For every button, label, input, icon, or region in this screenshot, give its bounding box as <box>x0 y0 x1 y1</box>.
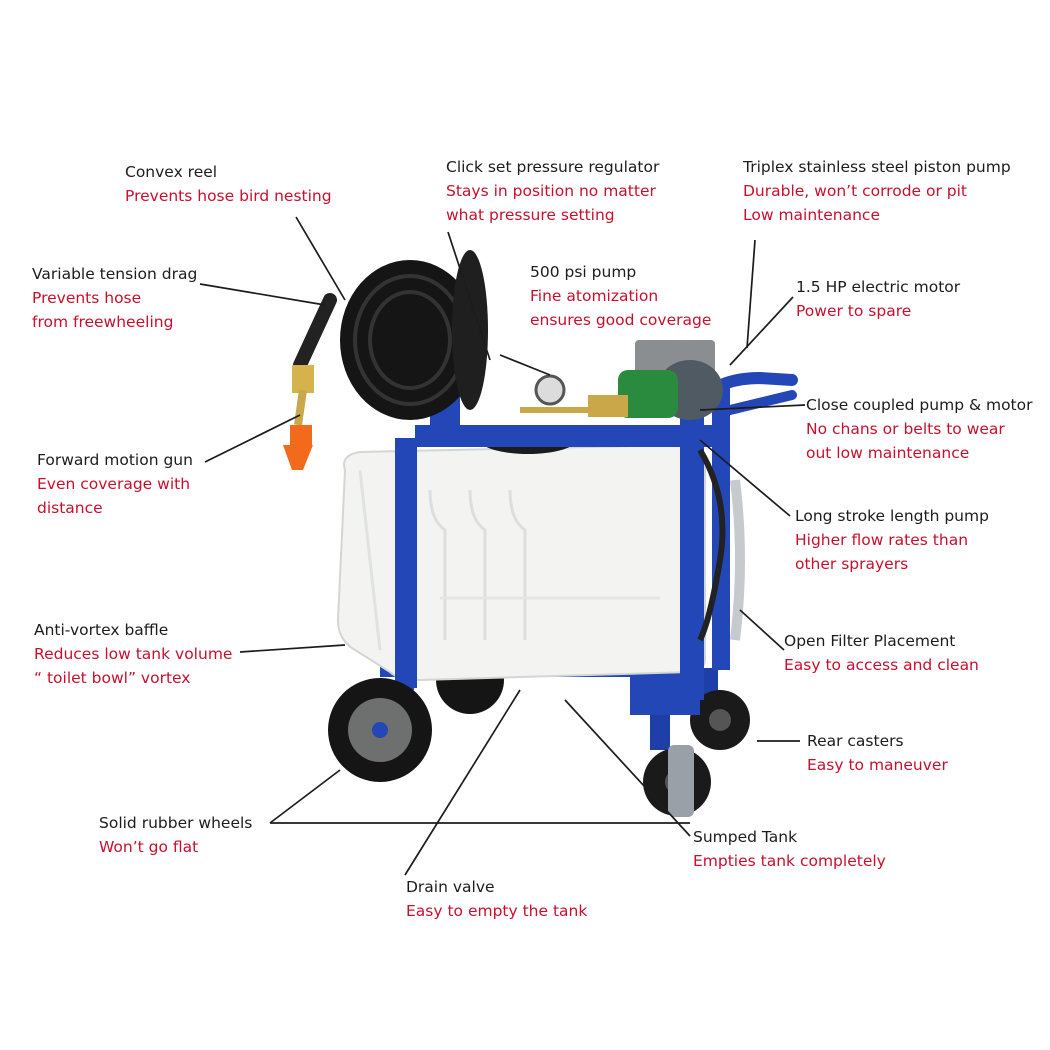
callout-forward-motion-gun: Forward motion gun Even coverage with di… <box>37 451 193 517</box>
callout-long-stroke: Long stroke length pump Higher flow rate… <box>795 507 989 573</box>
callout-click-set-regulator: Click set pressure regulator Stays in po… <box>446 158 660 224</box>
callout-open-filter: Open Filter Placement Easy to access and… <box>784 632 979 674</box>
callout-drain-valve: Drain valve Easy to empty the tank <box>406 878 588 920</box>
tank <box>336 443 706 682</box>
callout-500-psi-pump: 500 psi pump Fine atomization ensures go… <box>530 263 712 329</box>
leader-lines <box>199 216 806 876</box>
spray-nozzle <box>283 445 313 470</box>
callout-triplex-pump: Triplex stainless steel piston pump Dura… <box>743 158 1011 224</box>
callout-sumped-tank: Sumped Tank Empties tank completely <box>693 828 886 870</box>
callout-anti-vortex: Anti-vortex baffle Reduces low tank volu… <box>34 621 233 687</box>
hose-reel <box>340 260 480 420</box>
callout-variable-tension-drag: Variable tension drag Prevents hose from… <box>32 265 198 331</box>
callout-close-coupled: Close coupled pump & motor No chans or b… <box>806 396 1033 462</box>
callout-electric-motor: 1.5 HP electric motor Power to spare <box>796 278 961 320</box>
callout-solid-wheels: Solid rubber wheels Won’t go flat <box>99 814 253 856</box>
rear-caster-right <box>690 668 750 750</box>
callout-rear-casters: Rear casters Easy to maneuver <box>807 732 948 774</box>
callout-convex-reel: Convex reel Prevents hose bird nesting <box>125 163 332 205</box>
